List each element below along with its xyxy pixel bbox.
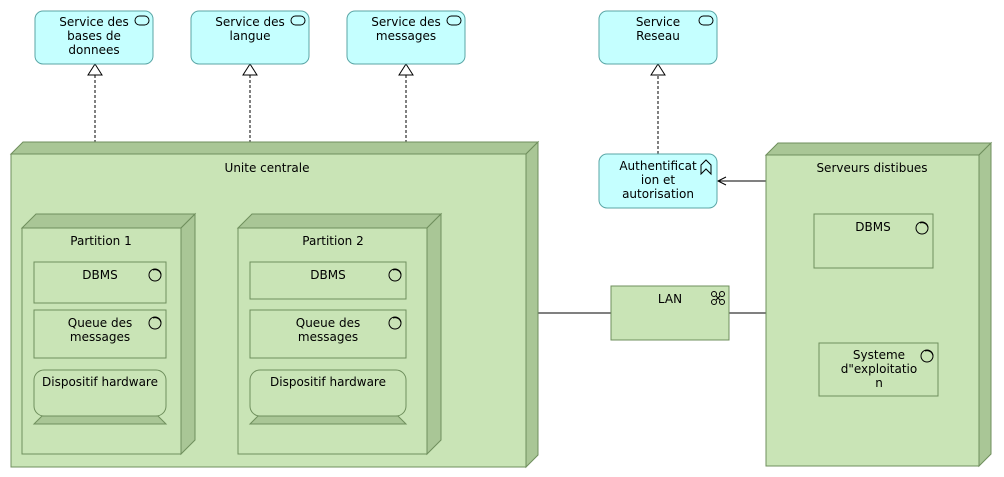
- serveurs-title: Serveurs distibues: [816, 161, 927, 175]
- system-software-icon: [920, 349, 934, 363]
- partition-1-device[interactable]: Dispositif hardware: [32, 369, 168, 425]
- service-lang-line2: langue: [230, 29, 271, 43]
- system-software-icon: [915, 221, 929, 235]
- partition-2-device[interactable]: Dispositif hardware: [248, 369, 408, 425]
- realization-arrowhead-net: [650, 63, 666, 76]
- service-db-line3: donnees: [68, 43, 119, 57]
- partition-2-device-label: Dispositif hardware: [270, 375, 386, 389]
- partition-1-dbms[interactable]: DBMS: [33, 261, 167, 304]
- auth-line3: autorisation: [622, 187, 694, 201]
- partition-1-queue-line1: Queue des: [68, 316, 133, 330]
- system-software-icon: [148, 316, 162, 330]
- serveurs-os-line1: Systeme: [853, 348, 905, 362]
- partition-2-title: Partition 2: [302, 234, 363, 248]
- serving-arrowhead-auth: [716, 176, 727, 186]
- serveurs-os-line2: d"exploitatio: [841, 362, 917, 376]
- serveurs-dbms[interactable]: DBMS: [813, 213, 934, 269]
- network-lan[interactable]: LAN: [610, 285, 730, 341]
- lan-label: LAN: [658, 292, 682, 306]
- node-unite-centrale-title: Unite centrale: [225, 161, 310, 175]
- system-software-icon: [388, 268, 402, 282]
- auth-line1: Authentificat: [619, 159, 697, 173]
- connectors: [87, 63, 766, 314]
- partition-1-queue-line2: messages: [70, 330, 130, 344]
- realization-arrowhead-db: [87, 63, 103, 76]
- serveurs-os-line3: n: [875, 376, 883, 390]
- service-db-line2: bases de: [67, 29, 121, 43]
- service-net-line1: Service: [636, 15, 680, 29]
- partition-2-queue-line2: messages: [298, 330, 358, 344]
- service-lang-line1: Service des: [215, 15, 284, 29]
- service-db-line1: Service des: [59, 15, 128, 29]
- partition-1-dbms-label: DBMS: [82, 268, 117, 282]
- partition-1-device-label: Dispositif hardware: [42, 375, 158, 389]
- function-chevron-icon: [700, 159, 712, 176]
- service-net-line2: Reseau: [636, 29, 680, 43]
- service-pill-icon: [134, 15, 150, 26]
- system-software-icon: [148, 268, 162, 282]
- serveurs-dbms-label: DBMS: [855, 220, 890, 234]
- service-pill-icon: [698, 15, 714, 26]
- service-pill-icon: [446, 15, 462, 26]
- service-msg-line2: messages: [376, 29, 436, 43]
- network-icon: [711, 291, 725, 305]
- partition-1-title: Partition 1: [70, 234, 131, 248]
- partition-2-dbms[interactable]: DBMS: [249, 261, 407, 300]
- auth-line2: ion et: [641, 173, 675, 187]
- realization-arrowhead-lang: [242, 63, 258, 76]
- service-msg-line1: Service des: [371, 15, 440, 29]
- partition-2-queue-line1: Queue des: [296, 316, 361, 330]
- service-pill-icon: [290, 15, 306, 26]
- realization-arrowhead-msg: [398, 63, 414, 76]
- partition-2-dbms-label: DBMS: [310, 268, 345, 282]
- system-software-icon: [388, 316, 402, 330]
